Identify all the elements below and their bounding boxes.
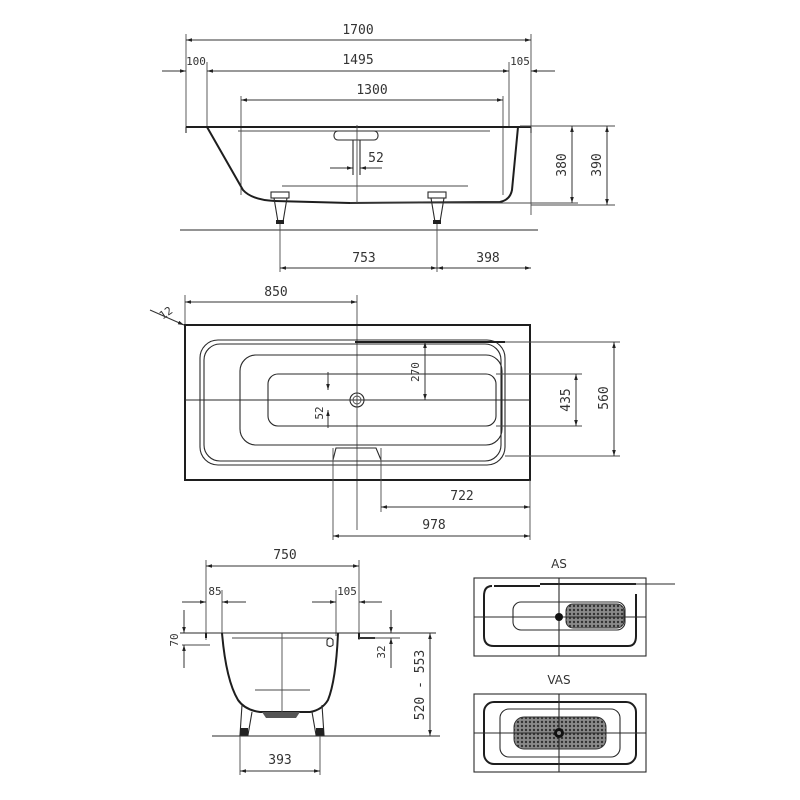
label-1495: 1495 [342,53,373,68]
tub-plan-outline [184,324,531,540]
dim-plan-lengths: 722 978 [333,480,531,540]
label-270: 270 [409,362,422,382]
label-520-553: 520 - 553 [413,650,428,720]
label-722: 722 [450,489,473,504]
side-view: 1700 1495 100 105 1300 [162,23,615,272]
label-398: 398 [476,251,499,266]
dim-overall-length: 1700 [185,23,532,215]
plan-view: 850 12 52 270 [149,285,620,540]
label-393: 393 [268,753,291,768]
end-view: 750 85 105 [168,548,440,775]
tub-end-profile [180,632,440,737]
dim-corner-radius: 12 [149,304,185,326]
dim-bottom-length: 1300 [240,83,504,195]
variant-vas: VAS [473,673,647,773]
label-85: 85 [208,585,221,598]
label-978: 978 [422,518,445,533]
dim-end-top-width: 750 [205,548,360,640]
dim-end-feet: 393 [239,736,321,775]
label-390: 390 [590,153,605,176]
label-105-end: 105 [337,585,357,598]
tub-side-profile: 52 [180,125,560,231]
label-12: 12 [157,304,175,322]
label-850: 850 [264,285,287,300]
label-560: 560 [597,386,612,409]
label-753: 753 [352,251,375,266]
label-52-plan: 52 [313,406,326,419]
label-100: 100 [186,55,206,68]
dim-end-heights: 70 32 520 - 553 [168,610,432,736]
label-380: 380 [555,153,570,176]
label-105: 105 [510,55,530,68]
dim-plan-widths: 435 560 [496,341,620,457]
dim-inner-top: 1495 100 105 [162,53,555,128]
label-32: 32 [375,645,388,658]
label-435: 435 [559,388,574,411]
variant-vas-label: VAS [547,673,570,687]
dim-feet: 753 398 [279,224,531,272]
label-52-side: 52 [368,151,384,166]
label-70: 70 [168,633,181,646]
dim-plan-inner: 52 270 [313,342,427,428]
dim-waste-position: 850 [184,285,358,530]
label-1300: 1300 [356,83,387,98]
foot-right [427,191,447,224]
foot-left [270,191,290,224]
dim-depths: 380 390 [520,125,615,206]
variant-as: AS [473,557,675,657]
label-1700: 1700 [342,23,373,38]
variant-as-label: AS [551,557,567,571]
dim-end-rims: 85 105 [182,585,382,636]
label-750: 750 [273,548,296,563]
